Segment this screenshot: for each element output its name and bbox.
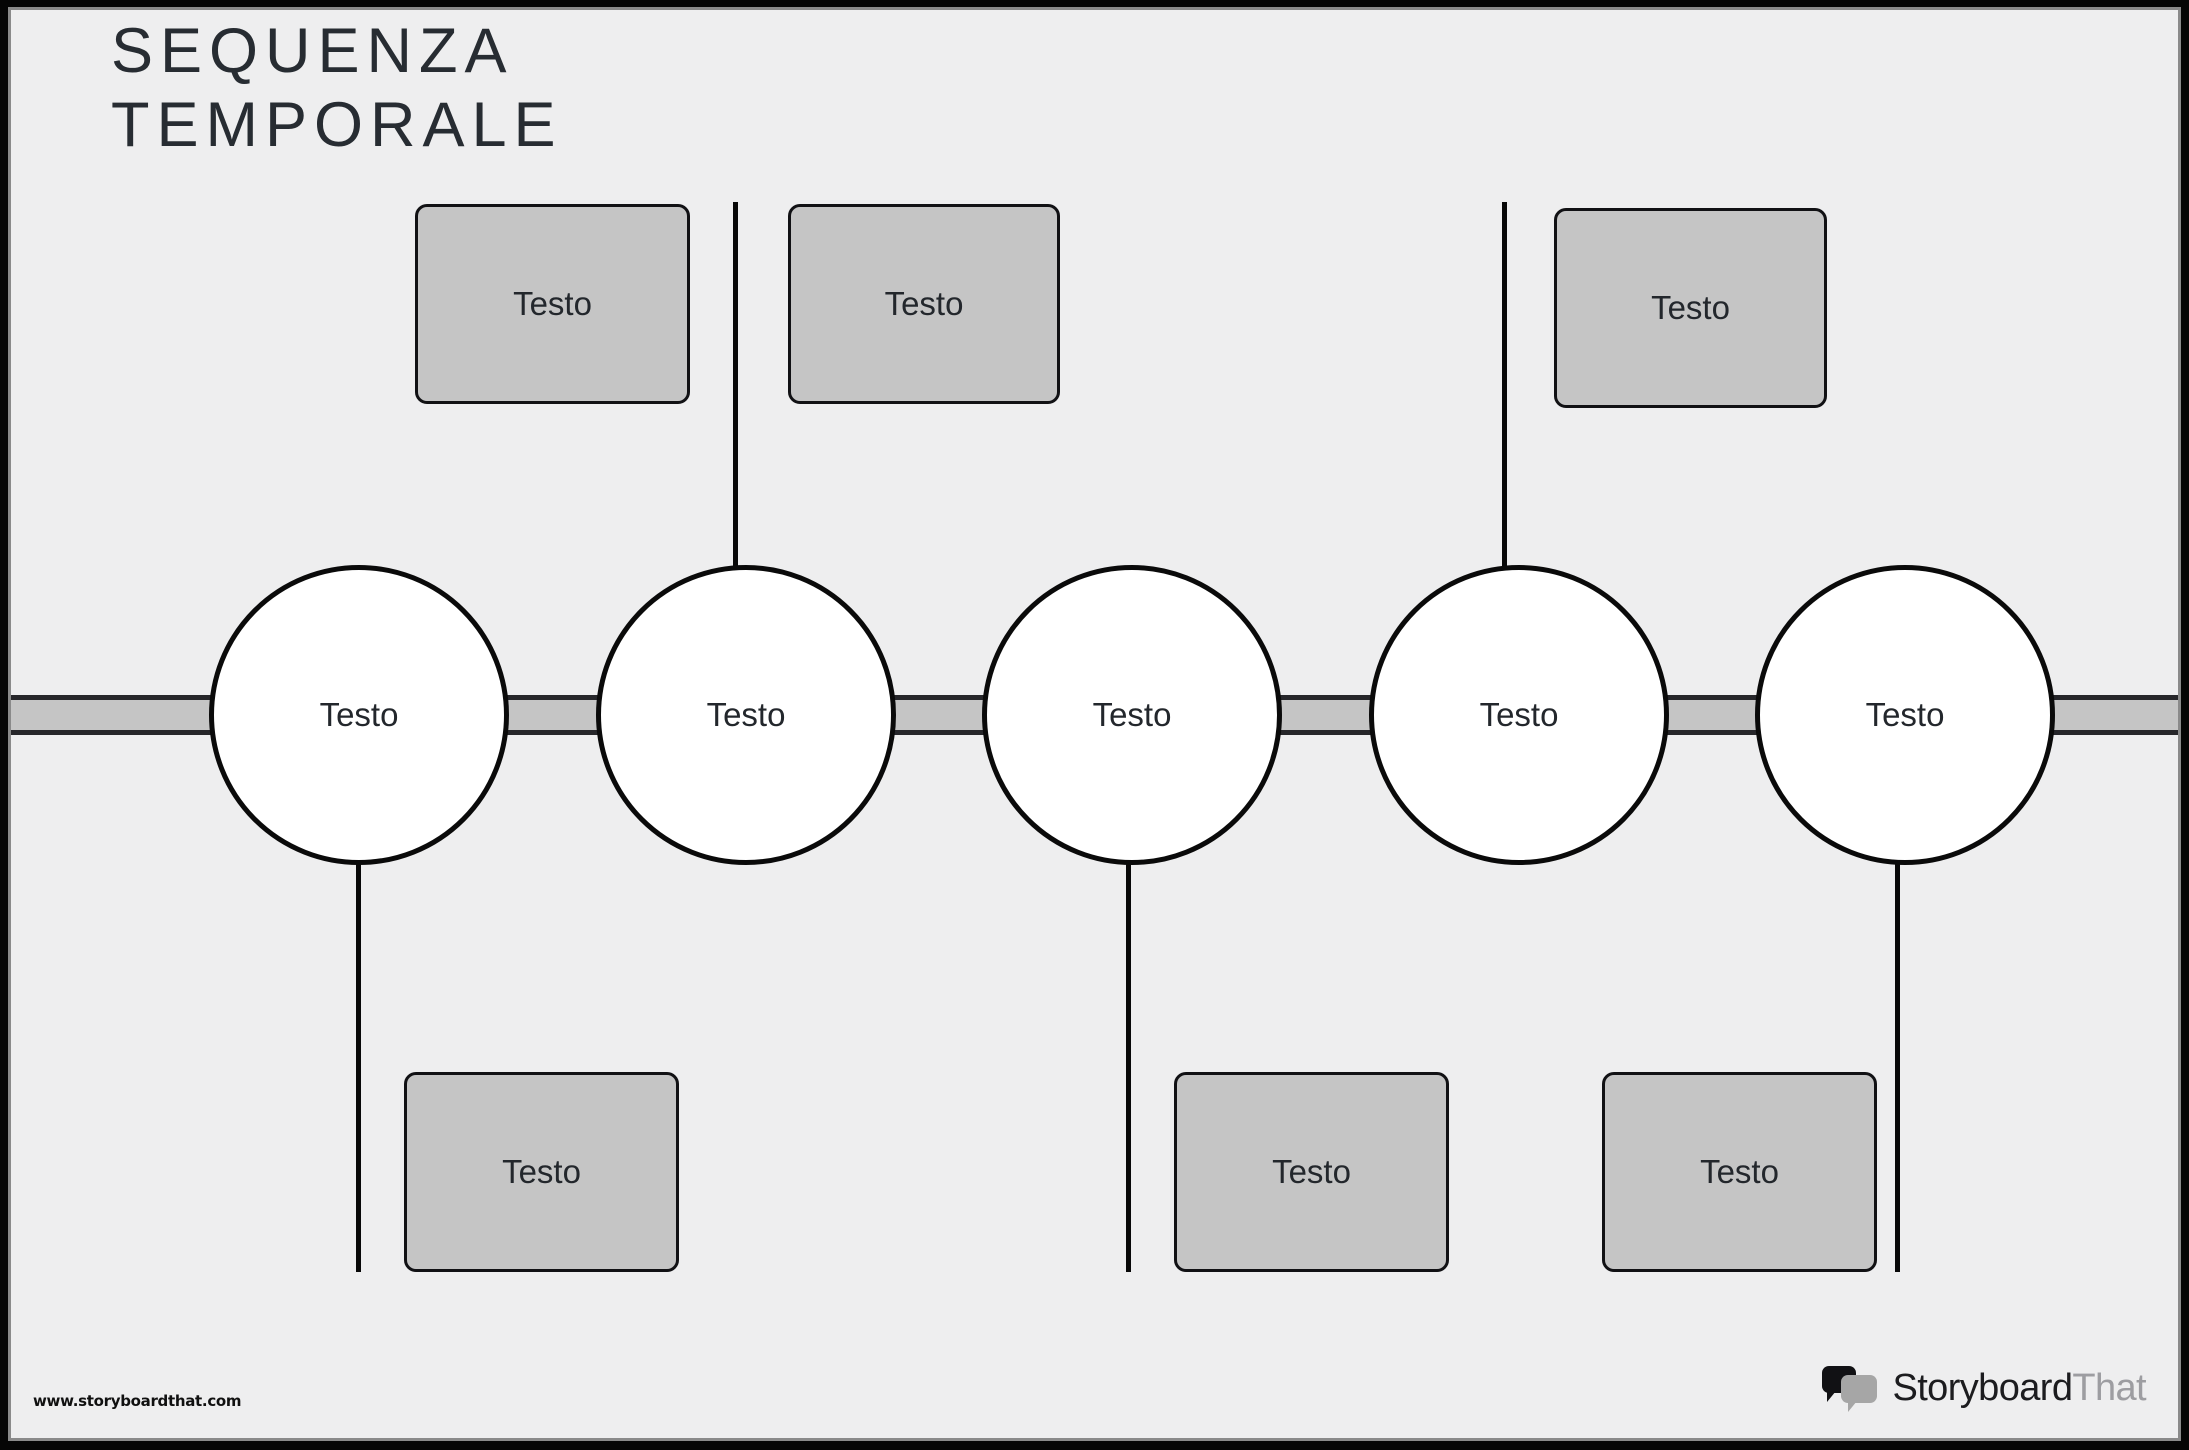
bottom-text-box-3-label: Testo (1700, 1153, 1779, 1190)
storyboardthat-logo: StoryboardThat (1822, 1366, 2147, 1412)
page-title: SEQUENZA TEMPORALE (111, 16, 563, 160)
timeline-node-5-label: Testo (1865, 696, 1945, 733)
bottom-text-box-2[interactable]: Testo (1174, 1072, 1449, 1272)
timeline-node-3[interactable]: Testo (982, 565, 1282, 865)
poster-canvas: SEQUENZA TEMPORALE Testo Testo Testo (11, 10, 2178, 1438)
timeline-node-2-label: Testo (706, 696, 786, 733)
timeline-node-3-label: Testo (1092, 696, 1172, 733)
connector-bottom-node-5 (1895, 860, 1900, 1272)
timeline-axis-segment-4 (1661, 695, 1769, 735)
timeline-axis-segment-0 (11, 695, 225, 735)
top-text-box-3-label: Testo (1651, 289, 1730, 326)
timeline-node-2[interactable]: Testo (596, 565, 896, 865)
timeline-axis-segment-5 (2047, 695, 2178, 735)
timeline-node-1-label: Testo (319, 696, 399, 733)
timeline-node-4-label: Testo (1479, 696, 1559, 733)
timeline-axis-segment-1 (501, 695, 611, 735)
top-text-box-2[interactable]: Testo (788, 204, 1060, 404)
timeline-node-5[interactable]: Testo (1755, 565, 2055, 865)
timeline-axis-segment-2 (888, 695, 998, 735)
bottom-text-box-1[interactable]: Testo (404, 1072, 679, 1272)
top-text-box-2-label: Testo (884, 285, 964, 322)
speech-bubbles-icon (1822, 1366, 1880, 1412)
timeline-axis-segment-3 (1275, 695, 1383, 735)
brand-wordmark: StoryboardThat (1892, 1367, 2146, 1410)
top-text-box-3[interactable]: Testo (1554, 208, 1827, 408)
brand-wordmark-primary: Storyboard (1892, 1366, 2073, 1409)
brand-wordmark-secondary: That (2072, 1366, 2146, 1409)
connector-top-box-3 (1502, 202, 1507, 574)
timeline-node-1[interactable]: Testo (209, 565, 509, 865)
speech-bubble-front (1841, 1375, 1878, 1412)
connector-top-box-2 (733, 202, 738, 574)
bottom-text-box-1-label: Testo (502, 1153, 581, 1190)
top-text-box-1-label: Testo (513, 285, 592, 322)
bottom-text-box-3[interactable]: Testo (1602, 1072, 1877, 1272)
timeline-node-4[interactable]: Testo (1369, 565, 1669, 865)
top-text-box-1[interactable]: Testo (415, 204, 690, 404)
connector-bottom-node-1 (356, 860, 361, 1272)
bottom-text-box-2-label: Testo (1272, 1153, 1351, 1190)
connector-bottom-node-3 (1126, 860, 1131, 1272)
site-url-label: www.storyboardthat.com (33, 1392, 242, 1410)
